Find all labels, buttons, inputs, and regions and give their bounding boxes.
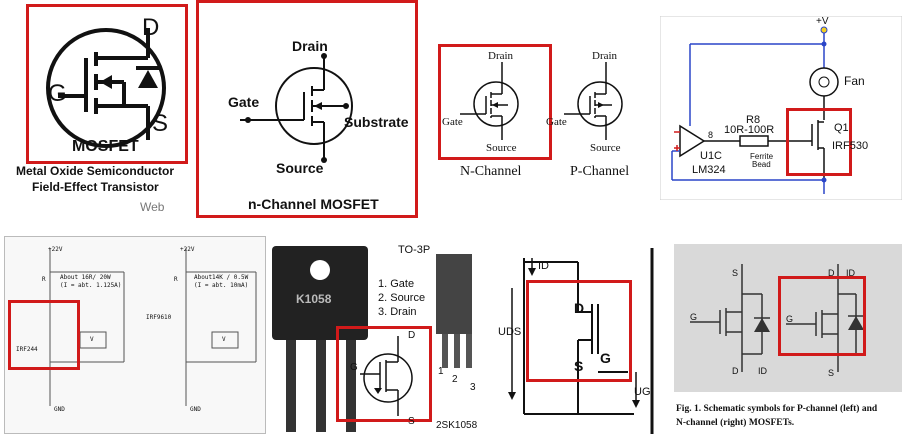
test-circuits-graphic	[4, 236, 266, 434]
n-p-channel-graphic	[460, 62, 623, 140]
right-supply-label: +22V	[180, 246, 195, 253]
drain-label: D	[408, 330, 416, 341]
left-source-label: S	[732, 268, 739, 278]
p-gate-label: Gate	[546, 116, 567, 128]
n-channel-label: N-Channel	[460, 164, 522, 179]
source-label: S	[408, 416, 415, 427]
left-gate-label: G	[690, 312, 698, 322]
right-source-label: S	[828, 368, 835, 378]
p-drain-label: Drain	[592, 50, 618, 62]
highlight-box	[26, 4, 188, 164]
left-note-2: (I = abt. 1.125A)	[60, 282, 122, 289]
right-note-2: (I = abt. 10mA)	[194, 282, 249, 289]
caption-line-1: Metal Oxide Semiconductor	[16, 164, 175, 178]
n-drain-label: Drain	[488, 50, 514, 62]
right-gate-label: G	[786, 314, 794, 324]
left-drain-label: D	[732, 366, 739, 376]
ug-label: UG	[634, 386, 651, 398]
part-number: 2SK1058	[436, 420, 478, 431]
left-id-label: ID	[758, 366, 767, 376]
left-meter-label: V	[90, 336, 94, 343]
tile-uds-diagram[interactable]: ID UDS D G S UG	[492, 248, 656, 434]
drain-label: D	[574, 300, 585, 316]
n-gate-label: Gate	[442, 116, 463, 128]
right-id-label: ID	[846, 268, 855, 278]
highlight-box	[336, 326, 432, 422]
lead-1-label: 1	[438, 366, 444, 377]
uds-diagram-graphic	[508, 248, 654, 434]
highlight-box	[438, 44, 552, 160]
right-note-1: About14K / 0.5W	[194, 274, 249, 281]
pin2-label: 2. Source	[378, 292, 426, 304]
left-gnd-label: GND	[54, 406, 65, 413]
figure-caption-2: N-channel (right) MOSFETs.	[676, 418, 795, 428]
tile-to3p-package[interactable]: K1058 TO-3P 1. Gate 2. Source 3. Drain D…	[268, 244, 482, 434]
resistor-value: 10R-100R	[724, 124, 775, 136]
right-resistor-label: R	[174, 276, 178, 283]
vplus-label: +V	[816, 16, 829, 27]
irf530-label: IRF530	[832, 140, 869, 152]
figure-caption-1: Fig. 1. Schematic symbols for P-channel …	[676, 404, 878, 414]
package-label: TO-3P	[398, 244, 431, 256]
p-channel-label: P-Channel	[570, 164, 630, 179]
pin1-label: 1. Gate	[378, 278, 415, 290]
source-label: S	[152, 110, 169, 137]
web-source-label: Web	[140, 200, 165, 214]
right-drain-label: D	[828, 268, 835, 278]
tile-test-circuits[interactable]: +22V R About 16R/ 20W (I = abt. 1.125A) …	[4, 236, 266, 434]
left-part-label: IRF244	[16, 346, 38, 353]
lead-3-label: 3	[470, 382, 476, 393]
tile-pn-figure[interactable]: S G D ID D ID G S Fig. 1. Schematic symb…	[674, 244, 902, 438]
right-gnd-label: GND	[190, 406, 201, 413]
lead-2-label: 2	[452, 374, 458, 385]
source-label: S	[574, 358, 584, 374]
id-label: ID	[538, 260, 549, 272]
substrate-label: Substrate	[344, 114, 409, 130]
r8-label: R8	[746, 114, 761, 126]
left-note-1: About 16R/ 20W	[60, 274, 111, 281]
n-channel-mosfet-graphic	[240, 53, 353, 163]
package-mark: K1058	[296, 292, 332, 306]
u1c-label: U1C	[700, 150, 723, 162]
tile-n-p-channel[interactable]: Drain Gate Source Drain Gate Source N-Ch…	[428, 40, 642, 188]
tile-mosfet-symbol[interactable]: D G S MOSFET Metal Oxide Semiconductor F…	[0, 0, 196, 222]
left-supply-label: +22V	[48, 246, 63, 253]
source-label: Source	[276, 160, 324, 176]
highlight-box	[778, 276, 866, 356]
p-source-label: Source	[590, 142, 621, 154]
pin3-label: 3. Drain	[378, 306, 417, 318]
right-meter-label: V	[222, 336, 226, 343]
gate-label: G	[600, 350, 611, 366]
lm324-label: LM324	[692, 164, 726, 176]
mosfet-symbol-graphic	[46, 28, 166, 148]
bead-label: Bead	[752, 160, 771, 169]
q1-label: Q1	[834, 122, 849, 134]
highlight-box	[8, 300, 80, 370]
pin8-label: 8	[708, 130, 714, 140]
left-resistor-label: R	[42, 276, 46, 283]
drain-label: D	[142, 14, 160, 41]
caption-line-2: Field-Effect Transistor	[32, 180, 159, 194]
highlight-box	[786, 108, 852, 176]
right-part-label: IRF9610	[146, 314, 172, 321]
gate-label: G	[48, 80, 67, 107]
drain-label: Drain	[292, 38, 328, 54]
gate-label: G	[350, 362, 358, 373]
mosfet-title: MOSFET	[72, 138, 139, 155]
gate-label: Gate	[228, 94, 260, 110]
tile-fan-circuit[interactable]: +V Fan R8 10R-100R 8 U1C LM324 Ferrite B…	[660, 16, 902, 200]
ferrite-label: Ferrite	[750, 152, 774, 161]
uds-label: UDS	[498, 326, 522, 338]
tile-n-channel-mosfet[interactable]: Drain Gate Substrate Source n-Channel MO…	[196, 0, 420, 222]
n-source-label: Source	[486, 142, 517, 154]
highlight-box	[526, 280, 632, 382]
highlight-box	[196, 0, 418, 218]
fan-label: Fan	[844, 74, 865, 88]
n-channel-mosfet-title: n-Channel MOSFET	[248, 196, 379, 212]
to3p-package-graphic	[272, 246, 472, 432]
